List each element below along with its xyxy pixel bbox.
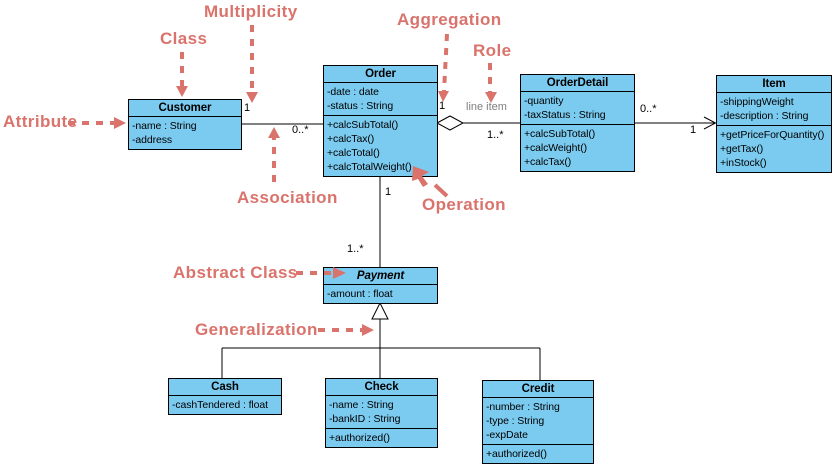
attribute-row: -expDate: [486, 429, 528, 441]
operation-row: +calcSubTotal(): [524, 128, 596, 140]
class-orderdetail: OrderDetail -quantity -taxStatus : Strin…: [520, 74, 635, 172]
operation-row: +calcWeight(): [524, 142, 587, 154]
annotation-abstract-class: Abstract Class: [173, 263, 298, 282]
annotation-attribute: Attribute: [3, 112, 78, 131]
attribute-row: -date : date: [327, 86, 379, 98]
generalization-payment-subclasses: [221, 301, 541, 387]
attribute-row: -cashTendered : float: [172, 399, 268, 411]
aggregation-order-orderdetail: [435, 115, 521, 131]
annotation-generalization: Generalization: [195, 320, 318, 339]
operation-row: +calcTotalWeight(): [327, 161, 412, 173]
multiplicity-label: 1: [385, 186, 392, 198]
right-arrowhead-icon: [362, 324, 374, 336]
association-annotation-arrow: [268, 127, 280, 182]
class-cash-attributes: -cashTendered : float: [169, 396, 281, 414]
operation-row: +calcTax(): [327, 133, 375, 145]
down-arrowhead-icon: [176, 86, 188, 97]
class-check-operations: +authorized(): [326, 428, 437, 447]
association-orderdetail-item: [633, 116, 717, 130]
attribute-row: -bankID : String: [329, 413, 401, 425]
multiplicity-label: 1..*: [487, 129, 504, 141]
class-orderdetail-title: OrderDetail: [521, 75, 634, 92]
open-arrowhead-icon: [703, 116, 717, 130]
class-customer: Customer -name : String -address: [128, 99, 242, 150]
class-customer-attributes: -name : String -address: [129, 117, 241, 149]
class-order-attributes: -date : date -status : String: [324, 83, 437, 115]
class-item-title: Item: [717, 76, 831, 93]
attribute-row: -type : String: [486, 415, 545, 427]
role-label: line item: [466, 101, 507, 113]
class-payment-attributes: -amount : float: [324, 285, 437, 303]
class-credit-title: Credit: [483, 381, 593, 398]
operation-row: +calcTotal(): [327, 147, 380, 159]
class-item: Item -shippingWeight -description : Stri…: [716, 75, 832, 173]
operation-row: +calcSubTotal(): [327, 119, 399, 131]
annotation-operation: Operation: [422, 195, 506, 214]
multiplicity-label: 1: [439, 100, 446, 112]
aggregation-annotation-arrow: [438, 33, 449, 102]
generalization-annotation-arrow: [318, 324, 374, 336]
class-credit-operations: +authorized(): [483, 444, 593, 463]
annotation-class: Class: [160, 29, 208, 48]
class-order-operations: +calcSubTotal() +calcTax() +calcTotal() …: [324, 115, 437, 176]
class-credit: Credit -number : String -type : String -…: [482, 380, 594, 464]
class-payment-title: Payment: [324, 268, 437, 285]
attribute-row: -amount : float: [327, 288, 393, 300]
class-check-attributes: -name : String -bankID : String: [326, 396, 437, 428]
annotation-aggregation: Aggregation: [397, 10, 502, 29]
attribute-row: -taxStatus : String: [524, 109, 606, 121]
class-check-title: Check: [326, 379, 437, 396]
class-annotation-arrow: [176, 52, 188, 97]
multiplicity-label: 0..*: [292, 124, 309, 136]
class-item-attributes: -shippingWeight -description : String: [717, 93, 831, 125]
operation-row: +authorized(): [486, 448, 547, 460]
generalization-triangle-icon: [371, 301, 389, 320]
multiplicity-label: 1: [690, 124, 697, 136]
operation-row: +inStock(): [720, 157, 767, 169]
attribute-row: -description : String: [720, 110, 809, 122]
attribute-row: -shippingWeight: [720, 96, 794, 108]
attribute-row: -name : String: [132, 120, 197, 132]
multiplicity-label: 1: [244, 102, 251, 114]
class-orderdetail-operations: +calcSubTotal() +calcWeight() +calcTax(): [521, 124, 634, 171]
multiplicity-label: 1..*: [347, 243, 364, 255]
attribute-row: -quantity: [524, 95, 564, 107]
operation-row: +getTax(): [720, 143, 764, 155]
attribute-row: -name : String: [329, 399, 394, 411]
up-arrowhead-icon: [268, 127, 280, 138]
role-annotation-arrow: [485, 63, 497, 103]
aggregation-diamond-icon: [435, 115, 465, 131]
operation-row: +calcTax(): [524, 156, 572, 168]
operation-row: +getPriceForQuantity(): [720, 129, 825, 141]
attribute-row: -status : String: [327, 100, 394, 112]
class-order: Order -date : date -status : String +cal…: [323, 65, 438, 177]
class-order-title: Order: [324, 66, 437, 83]
right-arrowhead-icon: [114, 117, 126, 129]
multiplicity-annotation-arrow: [246, 25, 258, 103]
multiplicity-label: 0..*: [640, 103, 657, 115]
annotation-association: Association: [237, 188, 338, 207]
operation-row: +authorized(): [329, 432, 390, 444]
class-item-operations: +getPriceForQuantity() +getTax() +inStoc…: [717, 125, 831, 172]
class-cash-title: Cash: [169, 379, 281, 396]
attribute-row: -number : String: [486, 401, 560, 413]
class-orderdetail-attributes: -quantity -taxStatus : String: [521, 92, 634, 124]
class-customer-title: Customer: [129, 100, 241, 117]
class-payment: Payment -amount : float: [323, 267, 438, 304]
class-check: Check -name : String -bankID : String +a…: [325, 378, 438, 448]
annotation-multiplicity: Multiplicity: [204, 2, 298, 21]
class-credit-attributes: -number : String -type : String -expDate: [483, 398, 593, 444]
annotation-role: Role: [473, 41, 512, 60]
class-cash: Cash -cashTendered : float: [168, 378, 282, 415]
attribute-row: -address: [132, 134, 173, 146]
